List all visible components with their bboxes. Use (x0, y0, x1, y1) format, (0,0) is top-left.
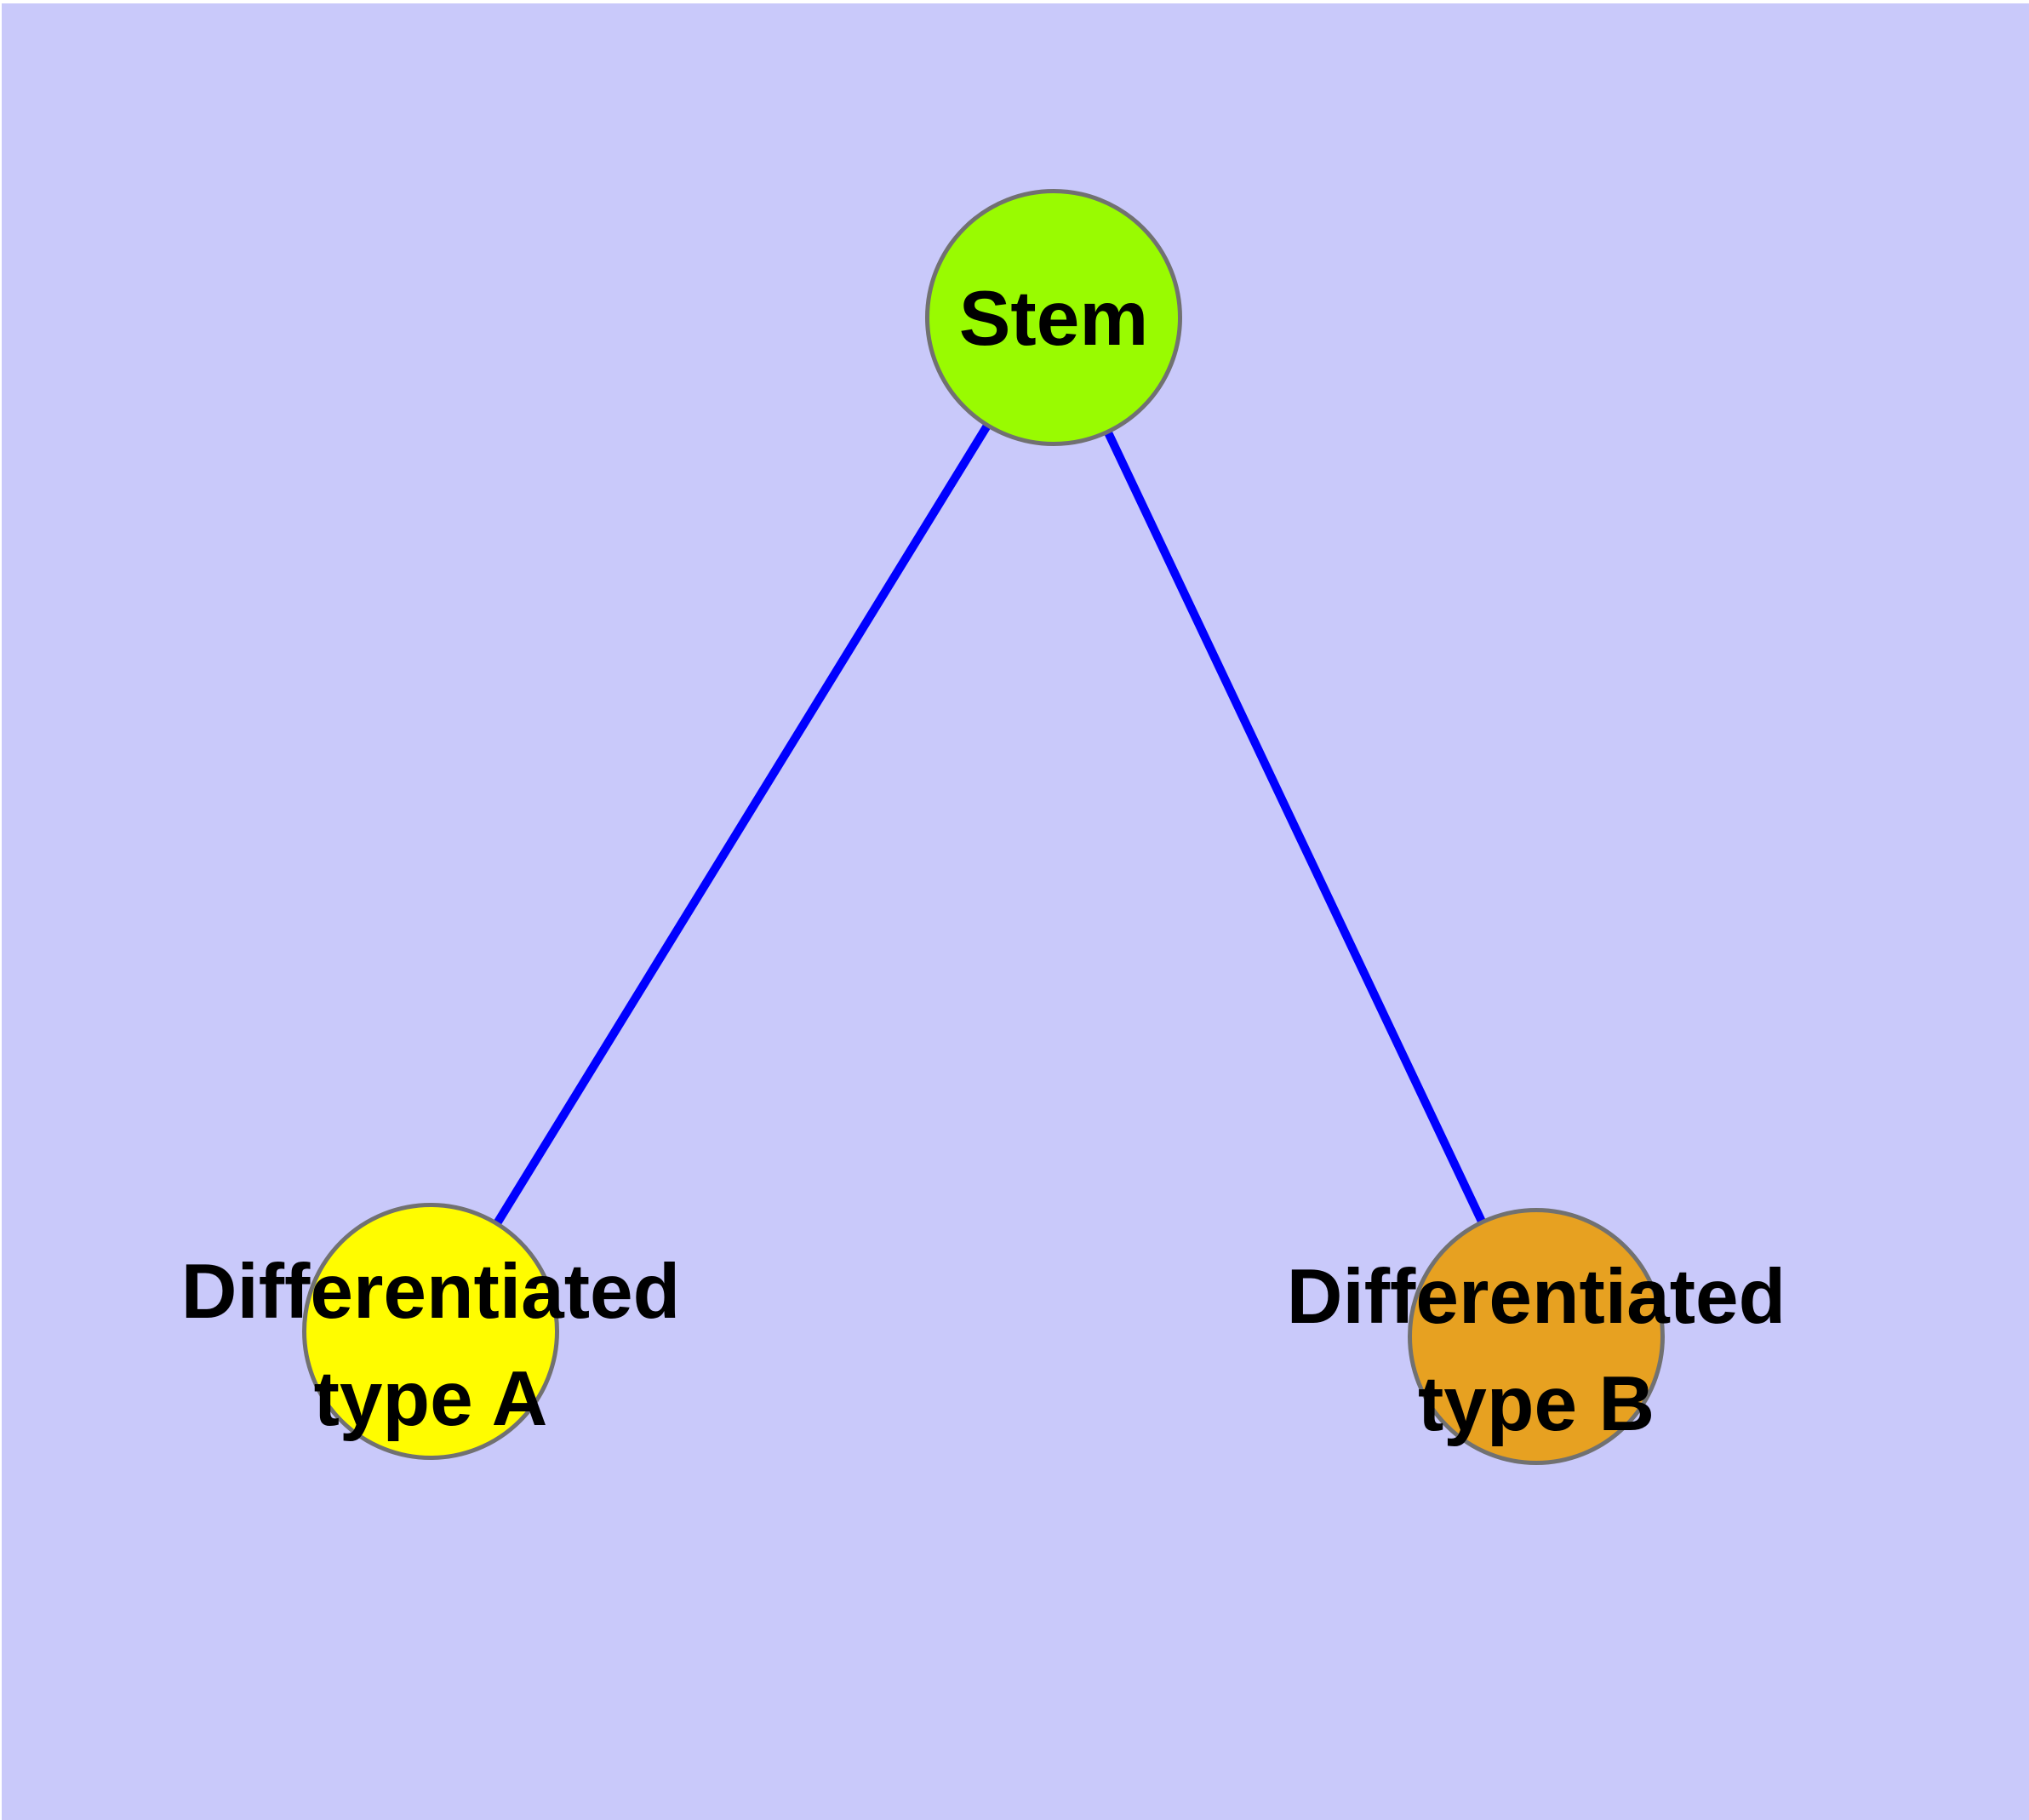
edge-stem-to-type-a (426, 315, 1058, 1334)
node-label-stem: Stem (958, 276, 1149, 362)
node-label-differentiated-type-a: Differentiated type A (180, 1249, 681, 1442)
node-label-differentiated-type-b: Differentiated type B (1286, 1254, 1786, 1447)
diagram-background: Stem Differentiated type A Differentiate… (2, 3, 2029, 1820)
node-differentiated-type-a (302, 1203, 559, 1460)
edges-layer (426, 315, 1540, 1339)
node-stem (925, 189, 1182, 446)
edge-stem-to-type-b (1049, 315, 1540, 1339)
node-differentiated-type-b (1408, 1208, 1665, 1465)
